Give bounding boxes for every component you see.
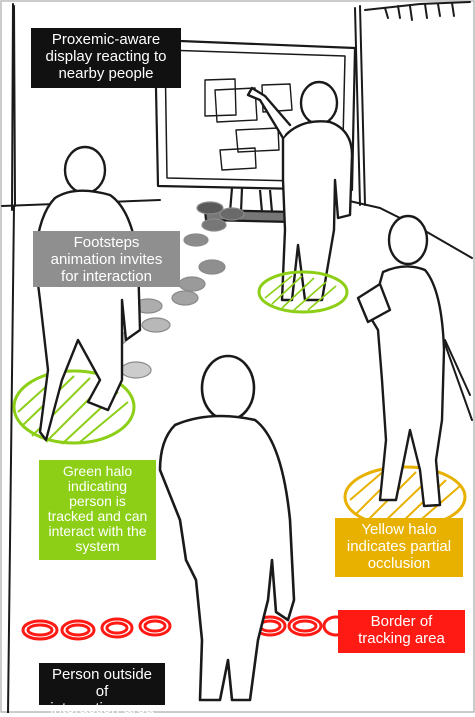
caption-green-halo: Green halo indicating person is tracked …: [39, 460, 156, 560]
caption-green-halo-line: interact with the: [48, 523, 147, 539]
caption-footsteps: Footsteps animation invites for interact…: [33, 231, 180, 287]
caption-outside: Person outside of interaction area: [39, 663, 165, 717]
caption-display-line: nearby people: [58, 65, 154, 82]
caption-outside-line: Person outside of: [51, 666, 153, 700]
person-walking-left: [33, 145, 142, 442]
caption-yellow-halo-line: occlusion: [367, 555, 431, 572]
caption-display-line: display reacting to: [45, 48, 167, 65]
caption-display-line: Proxemic-aware: [51, 31, 161, 48]
tracking-border: [21, 615, 350, 641]
caption-footsteps-line: Footsteps: [73, 234, 140, 251]
caption-footsteps-line: for interaction: [61, 268, 152, 285]
caption-border: Border of tracking area: [338, 610, 465, 653]
caption-green-halo-line: tracked and can: [47, 508, 148, 524]
person-with-phone: [356, 214, 446, 508]
caption-green-halo-line: Green halo: [62, 463, 133, 479]
caption-green-halo-line: system: [75, 538, 120, 554]
caption-border-line: Border of: [370, 613, 433, 630]
green-halo-display: [257, 270, 349, 314]
green-halo-left: [12, 369, 136, 445]
caption-green-halo-line: indicating: [67, 478, 128, 494]
caption-green-halo-line: person is: [69, 493, 126, 509]
caption-yellow-halo-line: Yellow halo: [361, 521, 437, 538]
caption-footsteps-line: animation invites: [50, 251, 163, 268]
green-halo-display-hatch: [264, 275, 337, 311]
caption-display: Proxemic-aware display reacting to nearb…: [31, 28, 181, 88]
caption-yellow-halo: Yellow halo indicates partial occlusion: [335, 518, 463, 577]
caption-outside-line: interaction area: [50, 700, 154, 717]
caption-yellow-halo-line: indicates partial: [346, 538, 452, 555]
person-foreground: [158, 354, 296, 702]
person-at-display: [246, 80, 354, 302]
caption-border-line: tracking area: [358, 630, 445, 647]
